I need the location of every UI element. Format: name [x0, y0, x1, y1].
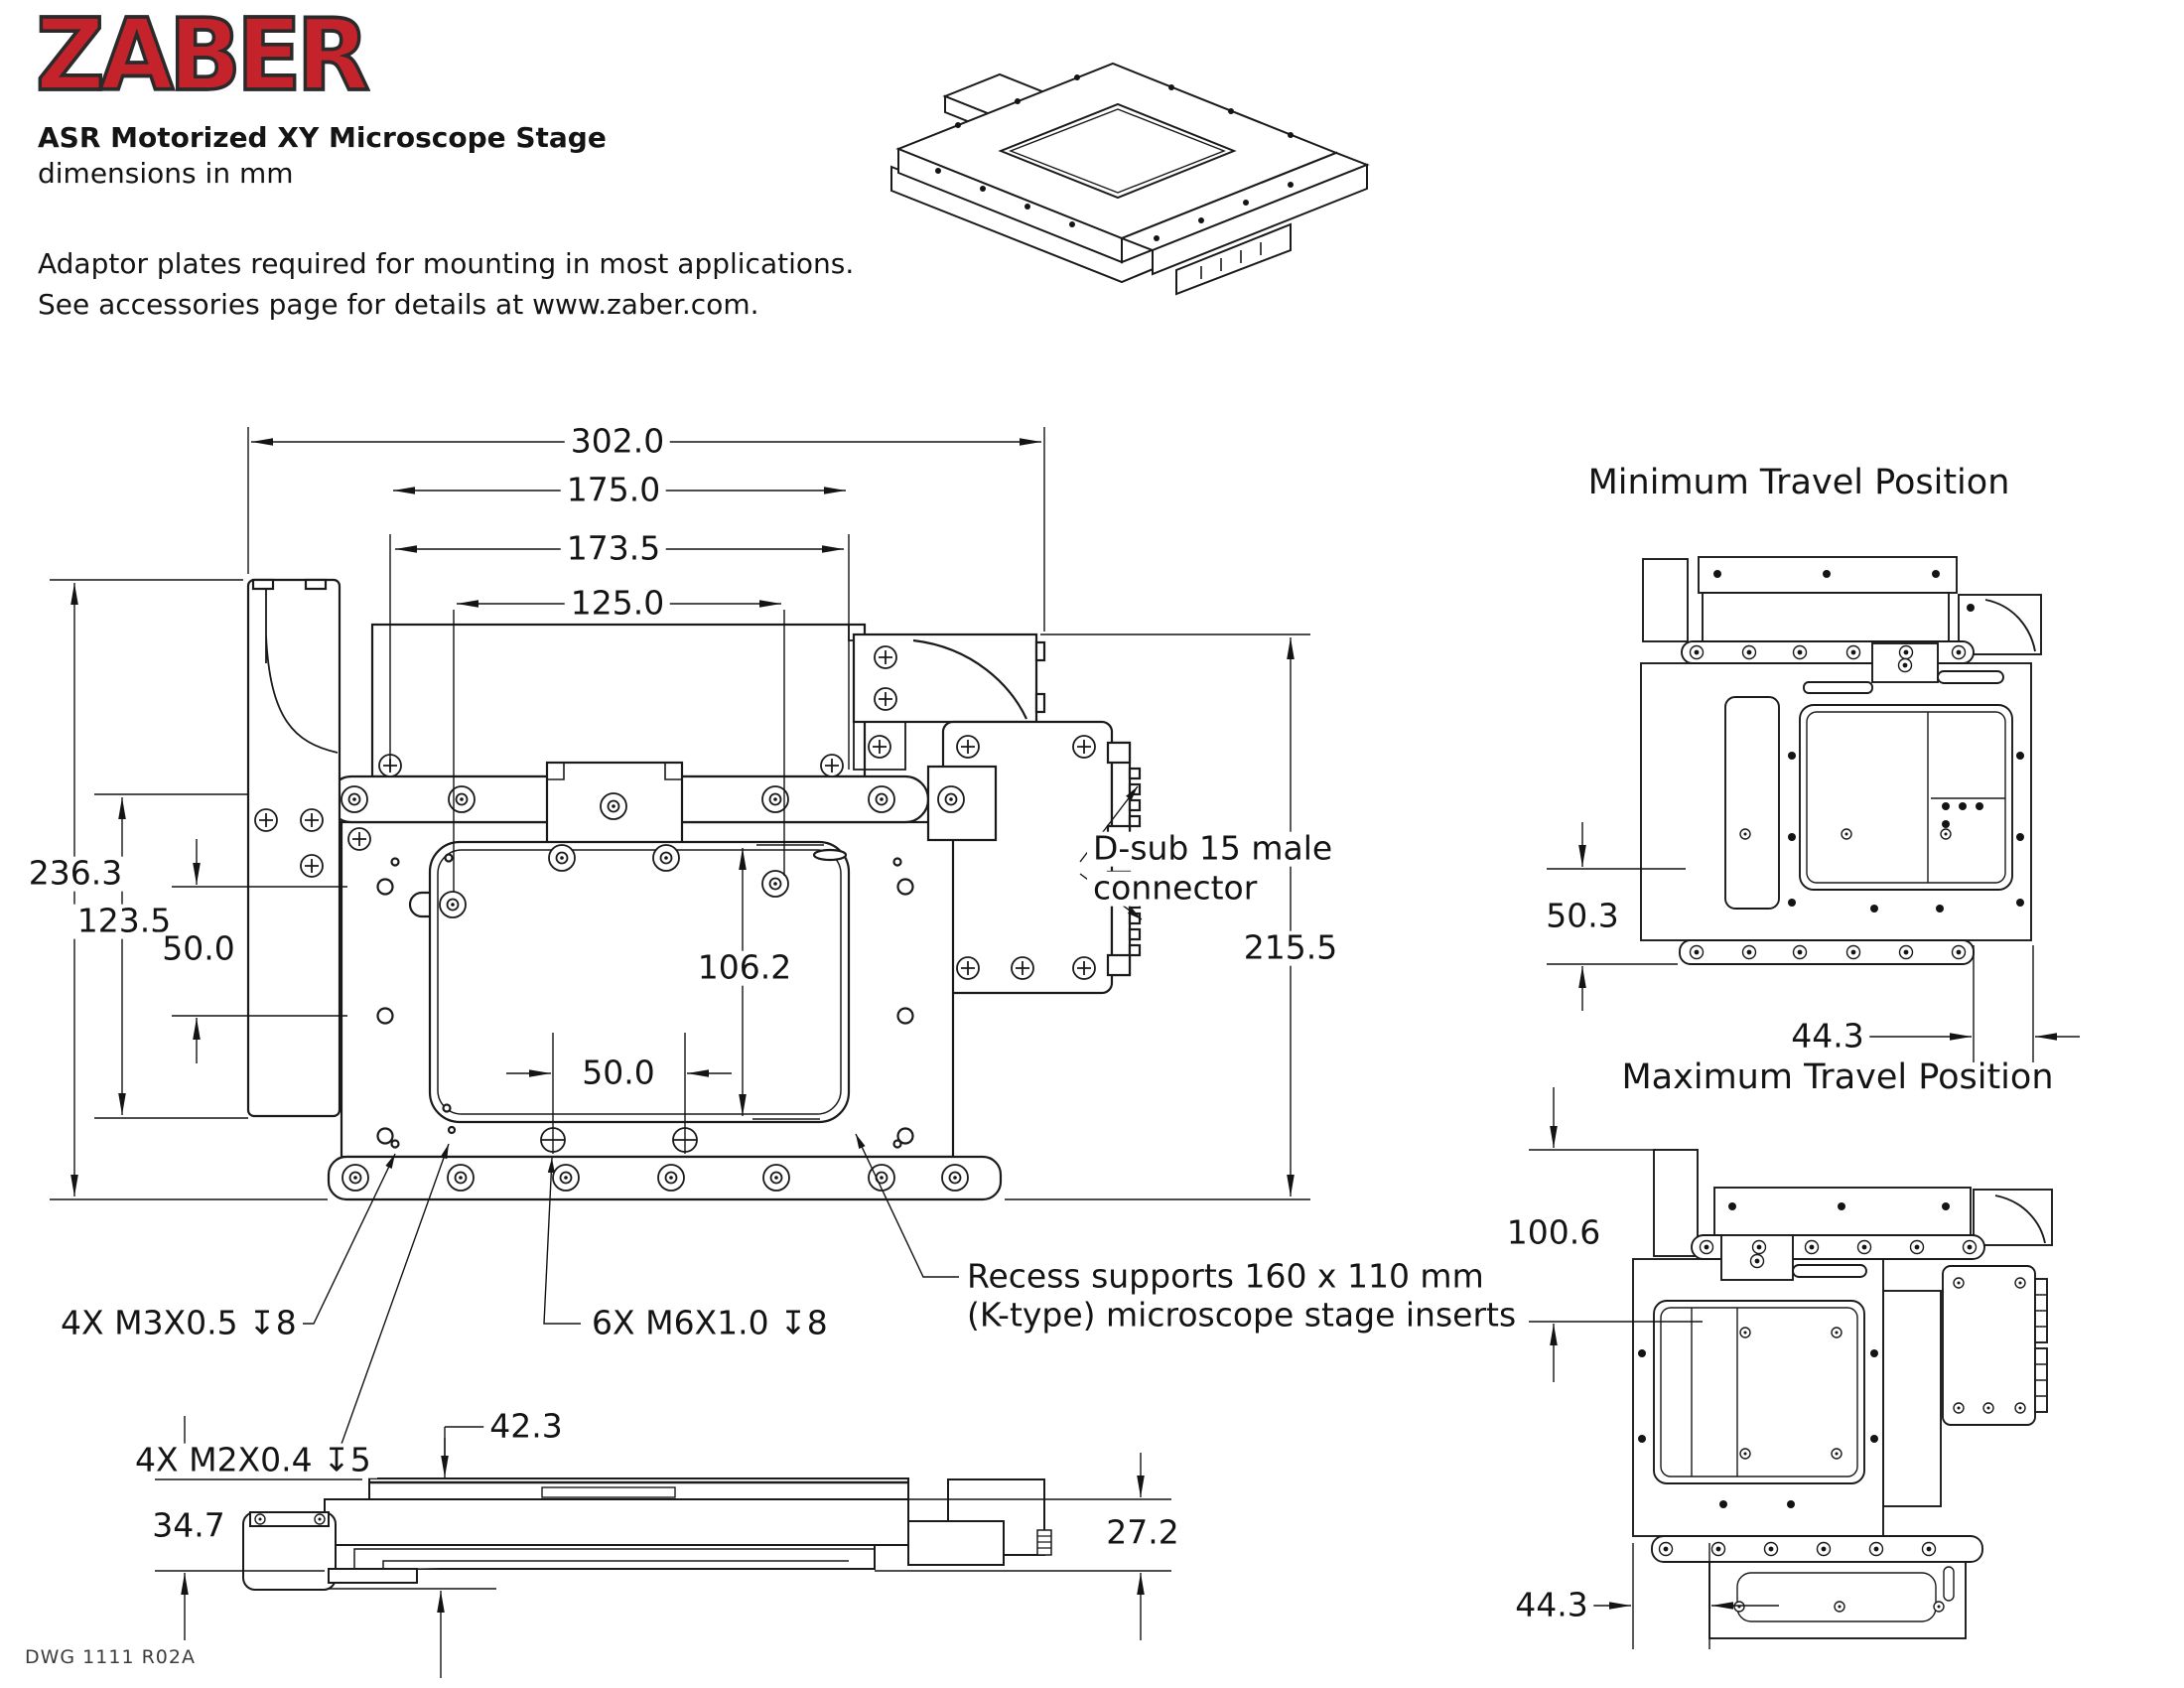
page-title: ASR Motorized XY Microscope Stage [38, 121, 607, 154]
callout-dsub-line1: D-sub 15 male [1087, 831, 1339, 867]
side-dim-27-2: 27.2 [1100, 1515, 1185, 1551]
dim-50-bottom: 50.0 [576, 1055, 661, 1091]
max-travel-view [1632, 1149, 2053, 1639]
min-travel-title: Minimum Travel Position [1587, 463, 2010, 502]
callout-m3: 4X M3X0.5 ↧8 [55, 1306, 303, 1341]
page-subtitle: dimensions in mm [38, 157, 294, 190]
zaber-logo: ZABER [34, 0, 371, 114]
max-dim-100-6: 100.6 [1500, 1215, 1607, 1251]
max-dim-44-3: 44.3 [1509, 1588, 1594, 1623]
callout-recess-line1: Recess supports 160 x 110 mm [961, 1259, 1490, 1295]
min-travel-view [1640, 556, 2042, 965]
side-dim-42-3: 42.3 [483, 1409, 569, 1445]
drawing-number: DWG 1111 R02A [25, 1646, 196, 1668]
side-dim-34-7: 34.7 [146, 1508, 231, 1544]
dim-302: 302.0 [564, 424, 671, 460]
adaptor-note-line2: See accessories page for details at www.… [38, 287, 759, 321]
adaptor-note-line1: Adaptor plates required for mounting in … [38, 247, 855, 280]
dim-175: 175.0 [560, 473, 667, 508]
dim-125: 125.0 [564, 586, 671, 622]
dim-173-5: 173.5 [560, 531, 667, 567]
max-travel-title: Maximum Travel Position [1621, 1057, 2054, 1097]
min-dim-44-3: 44.3 [1785, 1019, 1870, 1055]
isometric-view [890, 62, 1370, 296]
dim-50-left: 50.0 [156, 931, 241, 967]
adaptor-note: Adaptor plates required for mounting in … [38, 244, 854, 325]
min-travel-dimensions [1547, 822, 2080, 1062]
callout-m2: 4X M2X0.4 ↧5 [129, 1443, 377, 1478]
dim-106-2: 106.2 [691, 950, 798, 986]
callout-recess-line2: (K-type) microscope stage inserts [961, 1298, 1523, 1334]
side-view-dimensions [155, 1416, 1171, 1678]
main-view-dimensions [50, 427, 1310, 1462]
side-view [242, 1477, 1052, 1591]
callout-m6: 6X M6X1.0 ↧8 [586, 1306, 834, 1341]
dim-215-5: 215.5 [1237, 930, 1344, 966]
callout-dsub-line2: connector [1087, 871, 1264, 907]
dim-236-3: 236.3 [22, 856, 129, 892]
main-top-view [246, 578, 1142, 1201]
min-dim-50-3: 50.3 [1540, 899, 1625, 934]
